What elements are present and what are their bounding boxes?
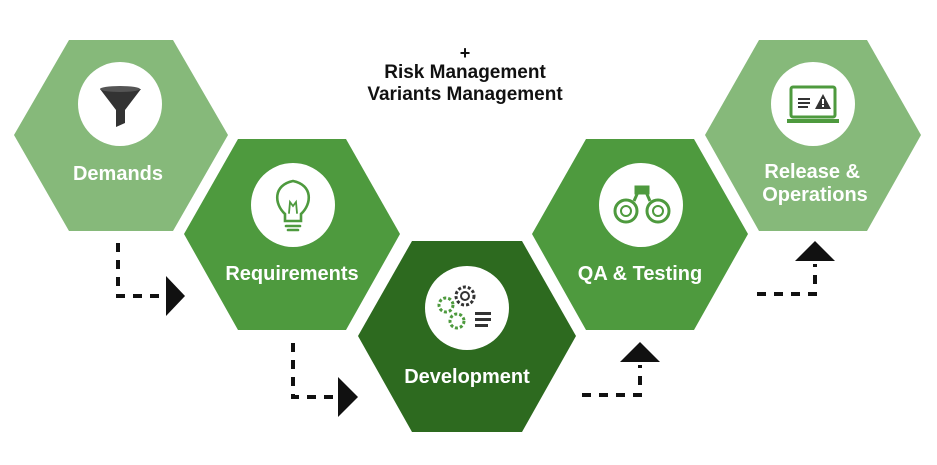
stage-qa: QA & Testing	[532, 139, 748, 330]
dashed-line	[582, 365, 642, 397]
lightbulb-icon	[276, 179, 310, 232]
connector-demands-requirements	[116, 243, 185, 316]
stage-label-qa: QA & Testing	[578, 263, 702, 285]
stage-label-release-line2: Operations	[762, 184, 868, 206]
dashed-line	[116, 243, 165, 298]
stage-label-development: Development	[404, 366, 530, 388]
stage-label-requirements: Requirements	[225, 263, 358, 285]
stage-requirements: Requirements	[184, 139, 400, 330]
arrowhead-up	[795, 241, 835, 261]
binoculars-icon	[613, 185, 671, 224]
funnel-icon	[100, 86, 141, 127]
monitor-warning-icon	[787, 85, 839, 123]
dashed-line	[291, 343, 337, 399]
gears-icon	[437, 285, 491, 330]
connector-requirements-development	[291, 343, 358, 417]
stage-demands: Demands	[14, 40, 228, 231]
stage-label-demands: Demands	[73, 163, 163, 185]
header-annotation: + Risk Management Variants Management	[330, 44, 600, 106]
arrowhead-right	[166, 276, 185, 316]
arrowhead-right	[338, 377, 358, 417]
icon-circle-qa	[599, 163, 683, 247]
stage-label-release: Release & Operations	[762, 161, 868, 206]
dashed-line	[757, 264, 817, 296]
stage-label-release-line1: Release &	[764, 161, 860, 183]
icon-circle-release	[771, 62, 855, 146]
stage-release: Release & Operations	[705, 40, 921, 231]
risk-management-text: Risk Management	[384, 62, 546, 83]
variants-management-text: Variants Management	[367, 84, 563, 105]
plus-sign: +	[459, 43, 471, 63]
stage-development: Development	[358, 241, 576, 432]
connector-qa-release	[757, 241, 835, 296]
connector-development-qa	[582, 342, 660, 397]
icon-circle-development	[425, 266, 509, 350]
arrowhead-up	[620, 342, 660, 362]
